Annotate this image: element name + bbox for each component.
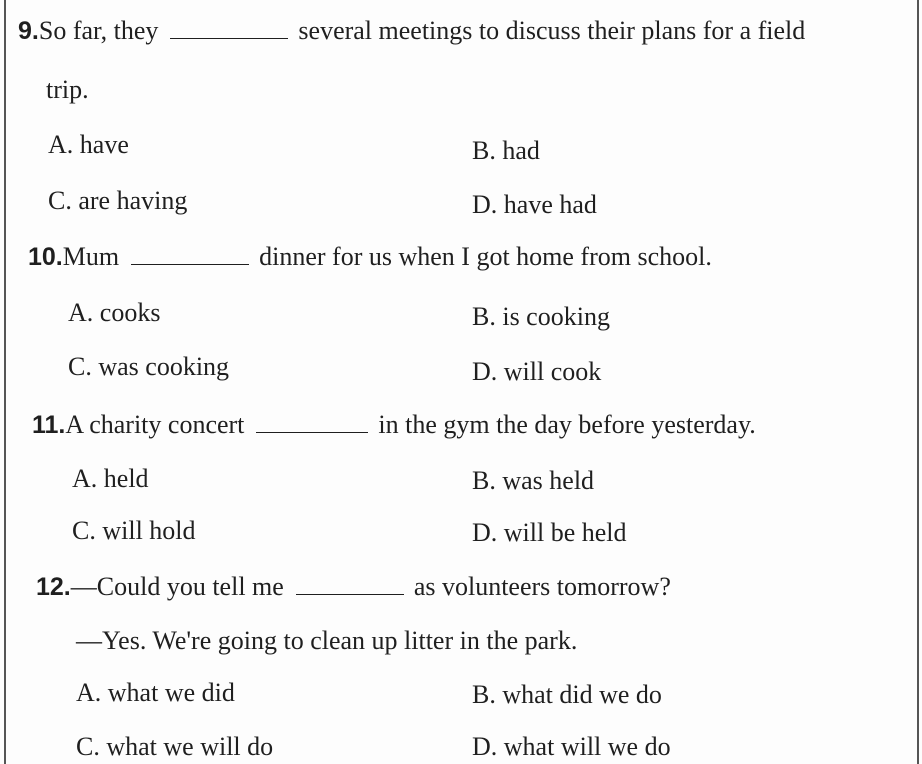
left-border [4, 0, 6, 764]
option-b[interactable]: B. was held [472, 466, 595, 495]
option-a[interactable]: A. held [72, 464, 149, 493]
stem-after: several meetings to discuss their plans … [298, 16, 806, 45]
question-10-stem: 10.Mum dinner for us when I got home from… [28, 242, 712, 272]
option-c[interactable]: C. are having [48, 186, 188, 215]
right-border [917, 0, 919, 764]
answer-blank[interactable] [295, 580, 404, 595]
question-9-stem-continued: trip. [46, 75, 89, 104]
stem-before: A charity concert [65, 410, 245, 439]
option-a[interactable]: A. have [48, 130, 129, 159]
stem-after: dinner for us when I got home from schoo… [259, 242, 712, 271]
answer-blank[interactable] [256, 418, 369, 433]
stem-before: —Could you tell me [70, 572, 284, 601]
option-d[interactable]: D. what will we do [472, 732, 671, 761]
option-b[interactable]: B. is cooking [472, 302, 610, 331]
question-9-stem: 9.So far, they several meetings to discus… [18, 16, 805, 46]
option-b[interactable]: B. what did we do [472, 680, 662, 709]
option-d[interactable]: D. will cook [472, 357, 602, 386]
option-d[interactable]: D. will be held [472, 518, 627, 547]
stem-before: So far, they [38, 16, 159, 45]
stem-after: in the gym the day before yesterday. [378, 410, 756, 439]
question-12-dialogue-reply: —Yes. We're going to clean up litter in … [76, 626, 578, 655]
question-11-stem: 11.A charity concert in the gym the day b… [32, 410, 756, 440]
option-c[interactable]: C. was cooking [68, 352, 230, 381]
stem-before: Mum [62, 242, 120, 271]
question-number: 12. [36, 573, 71, 601]
answer-blank[interactable] [170, 24, 289, 39]
question-number: 9. [18, 17, 39, 45]
option-a[interactable]: A. what we did [76, 678, 235, 707]
option-d[interactable]: D. have had [472, 190, 597, 219]
option-b[interactable]: B. had [472, 136, 540, 165]
stem-after: as volunteers tomorrow? [413, 572, 671, 601]
option-c[interactable]: C. will hold [72, 516, 196, 545]
question-12-stem: 12.—Could you tell me as volunteers tomor… [36, 572, 671, 602]
answer-blank[interactable] [131, 250, 250, 265]
question-number: 10. [28, 243, 63, 271]
option-c[interactable]: C. what we will do [76, 732, 274, 761]
question-number: 11. [32, 411, 66, 439]
option-a[interactable]: A. cooks [68, 298, 161, 327]
